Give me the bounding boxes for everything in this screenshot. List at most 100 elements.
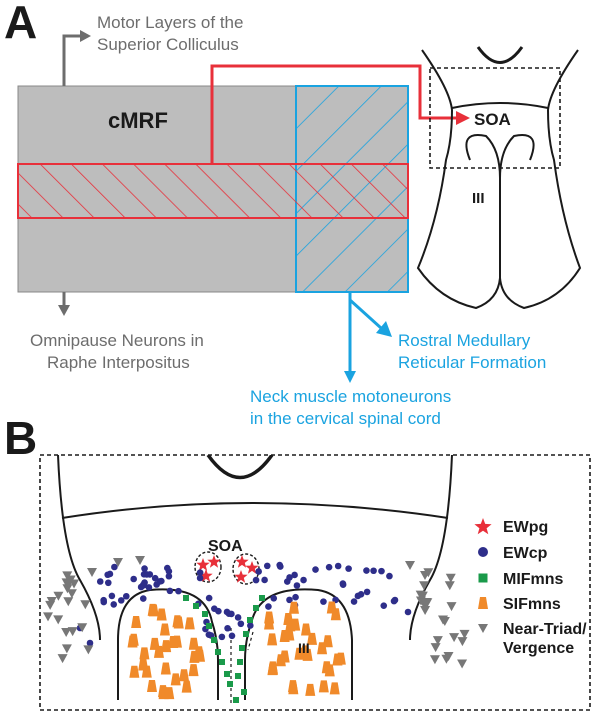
sifmns-cell-icon bbox=[287, 680, 298, 693]
ewcp-cell-icon bbox=[345, 565, 352, 572]
sifmns-cell-icon bbox=[141, 665, 152, 678]
sifmns-cell-icon bbox=[322, 635, 333, 648]
ewcp-cell-icon bbox=[108, 592, 116, 600]
near-triad-cell-icon bbox=[61, 627, 72, 637]
panel-a-letter: A bbox=[4, 0, 37, 48]
near-triad-cell-icon bbox=[420, 571, 430, 580]
sifmns-cell-icon bbox=[158, 687, 169, 700]
ewcp-cell-icon bbox=[166, 587, 174, 595]
ewcp-cell-icon bbox=[196, 574, 204, 582]
ewcp-cell-icon bbox=[117, 597, 125, 604]
rmrf-arrow bbox=[348, 298, 383, 330]
sifmns-cell-icon bbox=[318, 680, 329, 693]
near-triad-cell-icon bbox=[457, 659, 468, 669]
mifmns-cell-icon bbox=[211, 637, 217, 643]
omnipause-label-2: Raphe Interpositus bbox=[47, 353, 190, 372]
ewcp-cell-icon bbox=[286, 574, 293, 581]
ewcp-cell-icon bbox=[276, 561, 283, 569]
neck-arrowhead bbox=[344, 371, 356, 383]
sifmns-cell-icon bbox=[170, 673, 181, 686]
near-triad-cell-icon bbox=[438, 615, 449, 625]
soa-projection-arrow bbox=[210, 64, 456, 164]
sifmns-cell-icon bbox=[173, 616, 184, 629]
sifmns-cell-icon bbox=[189, 650, 200, 663]
mifmns-cell-icon bbox=[241, 689, 247, 695]
near-triad-cell-icon bbox=[419, 581, 430, 591]
ewcp-cell-icon bbox=[286, 596, 293, 604]
sifmns-cell-icon bbox=[129, 665, 140, 678]
ewcp-cell-icon bbox=[106, 570, 114, 578]
ewcp-cell-icon bbox=[141, 579, 148, 586]
ewcp-cell-icon bbox=[334, 562, 342, 570]
panel-b-anatomy bbox=[43, 455, 470, 705]
near-triad-cell-icon bbox=[420, 598, 431, 608]
ewcp-cell-icon bbox=[263, 562, 271, 570]
motor-layers-label-1: Motor Layers of the bbox=[97, 13, 243, 32]
mifmns-cell-icon bbox=[259, 595, 265, 601]
ewcp-cell-icon bbox=[312, 566, 319, 573]
near-triad-cell-icon bbox=[69, 579, 80, 589]
sifmns-cell-icon bbox=[159, 623, 170, 636]
near-triad-cell-icon bbox=[77, 623, 88, 633]
ewcp-cell-icon bbox=[291, 571, 298, 579]
omnipause-arrowhead bbox=[58, 305, 70, 316]
near-triad-cell-icon bbox=[405, 561, 415, 570]
sifmns-cell-icon bbox=[127, 635, 138, 648]
ewcp-cell-icon bbox=[261, 576, 268, 584]
ewcp-cell-icon bbox=[252, 576, 260, 584]
ewcp-cell-icon bbox=[224, 624, 231, 632]
near-triad-cell-icon bbox=[80, 600, 91, 610]
near-triad-cell-icon bbox=[457, 637, 468, 647]
ewcp-cell-icon bbox=[130, 575, 137, 583]
soa-label-a: SOA bbox=[474, 110, 511, 129]
ewcp-cell-icon bbox=[111, 563, 118, 571]
ewcp-cell-icon bbox=[165, 568, 173, 575]
rmrf-label-1: Rostral Medullary bbox=[398, 331, 531, 350]
legend-label-vergence: Vergence bbox=[503, 640, 574, 657]
sifmns-cell-icon bbox=[288, 601, 299, 614]
mifmns-cell-icon bbox=[239, 645, 245, 651]
mifmns-cell-icon bbox=[206, 623, 212, 629]
near-triad-cell-icon bbox=[66, 589, 77, 599]
near-triad-cell-icon bbox=[430, 643, 441, 653]
rmrf-arrowhead bbox=[376, 321, 392, 337]
ewcp-cell-icon bbox=[237, 620, 245, 628]
legend-label-mifmns: MIFmns bbox=[503, 571, 564, 588]
mifmns-cell-icon bbox=[224, 671, 230, 677]
near-triad-cell-icon bbox=[459, 629, 470, 639]
cell-symbols bbox=[43, 555, 470, 703]
neck-label-2: in the cervical spinal cord bbox=[250, 409, 441, 428]
neck-label-1: Neck muscle motoneurons bbox=[250, 387, 451, 406]
sifmns-cell-icon bbox=[146, 680, 157, 693]
sifmns-cell-icon bbox=[161, 640, 172, 653]
near-triad-cell-icon bbox=[53, 615, 64, 625]
ewcp-cell-icon bbox=[110, 601, 118, 608]
legend-label-ewcp: EWcp bbox=[503, 545, 548, 562]
sifmns-cell-icon bbox=[264, 611, 275, 624]
sifmns-cell-icon bbox=[326, 601, 337, 614]
sifmns-cell-icon bbox=[307, 632, 318, 645]
sifmns-cell-icon bbox=[305, 683, 316, 696]
sifmns-cell-icon bbox=[156, 608, 167, 621]
panel-b-letter: B bbox=[4, 412, 37, 464]
ewcp-cell-icon bbox=[332, 596, 339, 604]
ewcp-cell-icon bbox=[293, 582, 301, 589]
ewcp-cell-icon bbox=[165, 572, 173, 580]
near-triad-cell-icon bbox=[87, 568, 97, 577]
sifmns-cell-icon bbox=[267, 633, 278, 646]
ewcp-cell-icon bbox=[320, 598, 327, 605]
sifmns-cell-icon bbox=[131, 616, 142, 629]
ewcp-cell-icon bbox=[139, 595, 147, 602]
ewcp-cell-icon bbox=[270, 595, 278, 602]
near-triad-cell-icon bbox=[62, 584, 73, 594]
sifmns-cell-icon bbox=[181, 680, 192, 693]
panel-b-frame bbox=[39, 454, 591, 711]
ewpg-cell-icon bbox=[199, 569, 213, 582]
motor-layers-label-2: Superior Colliculus bbox=[97, 35, 239, 54]
rmrf-label-2: Reticular Formation bbox=[398, 353, 546, 372]
near-triad-cell-icon bbox=[46, 596, 57, 606]
sifmns-cell-icon bbox=[324, 664, 335, 677]
ewcp-cell-icon bbox=[292, 593, 299, 601]
sifmns-cell-icon bbox=[139, 647, 150, 660]
